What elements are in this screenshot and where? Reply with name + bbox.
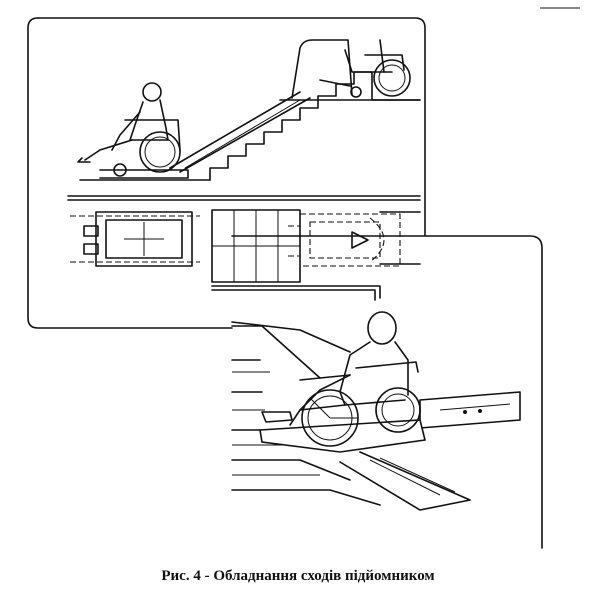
perspective-stair-lift — [231, 311, 521, 511]
figure-caption: Рис. 4 - Обладнання сходів підйомником — [161, 568, 435, 584]
stair-lift-figure — [27, 7, 580, 549]
side-view-stair-lift — [77, 39, 421, 181]
lower-panel-frame — [231, 235, 543, 549]
upper-panel-frame — [27, 7, 580, 329]
plan-view-stair-lift — [67, 195, 421, 301]
stair-lift-drawing — [27, 7, 580, 549]
